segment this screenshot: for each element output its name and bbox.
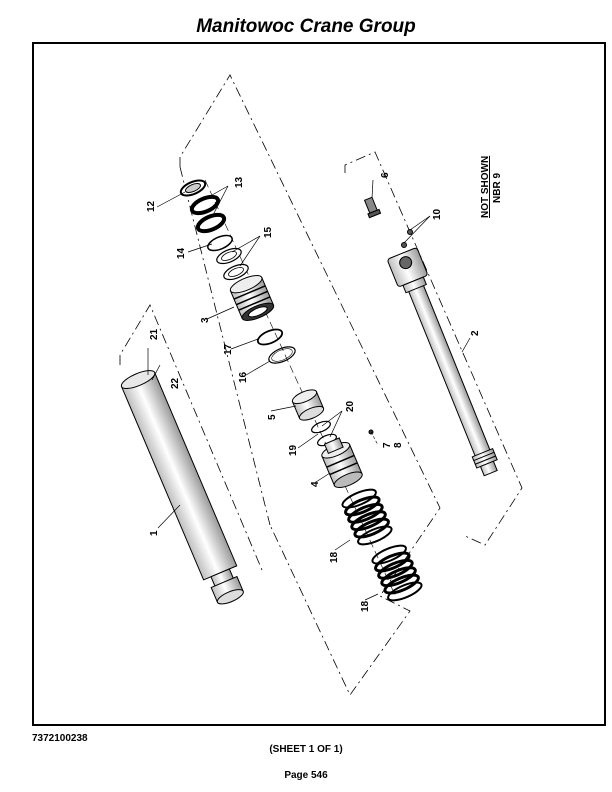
- leader-lines: [147, 179, 471, 601]
- sheet-indicator: (SHEET 1 OF 1): [269, 744, 343, 755]
- callout-2: 2: [470, 330, 481, 336]
- callout-13: 13: [234, 176, 245, 188]
- barrel-outline: [119, 304, 263, 571]
- oring-part-17: [256, 328, 284, 346]
- callout-14: 14: [176, 247, 187, 259]
- leader-7-8: [370, 431, 379, 446]
- note-not-shown: NOT SHOWN: [480, 156, 491, 218]
- callout-10: 10: [432, 208, 443, 220]
- callout-3: 3: [200, 317, 211, 323]
- center-group-outline: [179, 74, 441, 696]
- callout-17: 17: [223, 343, 234, 355]
- callout-18b: 18: [360, 600, 371, 612]
- backup-ring-part-16: [268, 346, 296, 364]
- screw-part-10b: [401, 242, 407, 248]
- document-number: 7372100238: [32, 733, 88, 744]
- callout-15: 15: [263, 226, 274, 238]
- note-nbr: NBR 9: [492, 173, 503, 203]
- spacer-part-5: [291, 389, 325, 421]
- rod-part: [387, 247, 498, 477]
- drawing-frame: [32, 42, 606, 726]
- rod-outline: [344, 151, 523, 546]
- callout-5: 5: [267, 414, 278, 420]
- spring-part-18a: [341, 488, 393, 546]
- callout-22: 22: [170, 377, 181, 389]
- callout-20: 20: [345, 400, 356, 412]
- callout-8: 8: [393, 442, 404, 448]
- callout-4: 4: [310, 481, 321, 487]
- spring-part-18b: [371, 544, 423, 602]
- bearing-part-15: [216, 247, 249, 281]
- callout-19: 19: [288, 444, 299, 456]
- callout-1: 1: [149, 530, 160, 536]
- barrel-part: [120, 370, 244, 605]
- oring-part-14: [207, 234, 233, 252]
- page-title: Manitowoc Crane Group: [196, 16, 416, 37]
- callout-6: 6: [380, 172, 391, 178]
- screw-part-10a: [407, 229, 413, 235]
- seal-part-13: [189, 194, 227, 234]
- callout-7: 7: [382, 442, 393, 448]
- callout-18a: 18: [329, 551, 340, 563]
- wiper-part-12: [179, 179, 207, 197]
- callout-12: 12: [146, 200, 157, 212]
- callout-16: 16: [238, 371, 249, 383]
- gland-part-3: [229, 275, 275, 321]
- page-number: Page 546: [284, 770, 328, 781]
- callout-21: 21: [149, 328, 160, 340]
- fitting-part-6: [363, 196, 382, 219]
- piston-part-4: [321, 437, 363, 488]
